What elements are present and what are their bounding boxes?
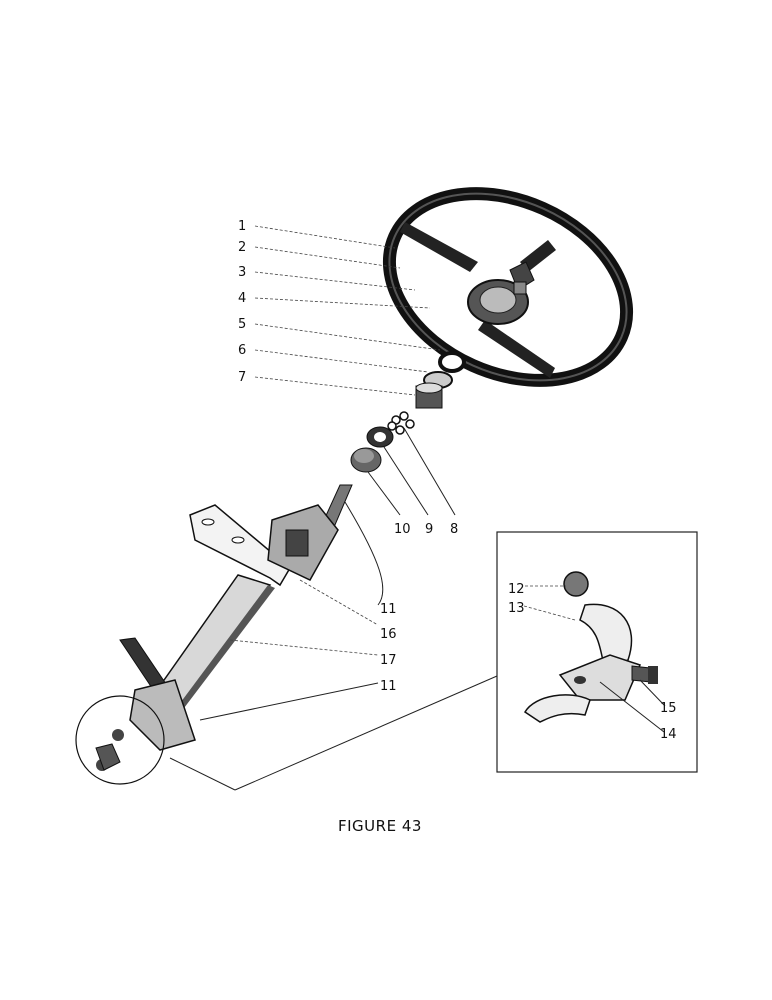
callout-7: 7 bbox=[238, 370, 246, 385]
callouts: 1 2 3 4 5 6 7 10 9 8 11 16 17 11 12 13 1… bbox=[238, 219, 677, 742]
steering-wheel bbox=[382, 187, 634, 387]
callout-6: 6 bbox=[238, 343, 246, 358]
figure-caption: FIGURE 43 bbox=[338, 817, 422, 835]
leader-lines bbox=[169, 225, 666, 791]
bearing-parts bbox=[350, 351, 466, 473]
callout-3: 3 bbox=[238, 265, 246, 280]
callout-9: 9 bbox=[425, 522, 433, 537]
callout-14: 14 bbox=[660, 727, 677, 742]
detail-circle bbox=[75, 695, 165, 785]
callout-13: 13 bbox=[508, 601, 525, 616]
callout-17: 17 bbox=[380, 653, 397, 668]
callout-5: 5 bbox=[238, 317, 246, 332]
callout-1: 1 bbox=[238, 219, 246, 234]
callout-15: 15 bbox=[660, 701, 677, 716]
callout-2: 2 bbox=[238, 240, 246, 255]
steering-column bbox=[96, 484, 353, 771]
callout-8: 8 bbox=[450, 522, 458, 537]
detail-inset-box bbox=[496, 531, 698, 773]
callout-12: 12 bbox=[508, 582, 525, 597]
callout-10: 10 bbox=[394, 522, 411, 537]
callout-16: 16 bbox=[380, 627, 397, 642]
callout-11-lower: 11 bbox=[380, 679, 397, 694]
callout-11-upper: 11 bbox=[380, 602, 397, 617]
callout-4: 4 bbox=[238, 291, 246, 306]
